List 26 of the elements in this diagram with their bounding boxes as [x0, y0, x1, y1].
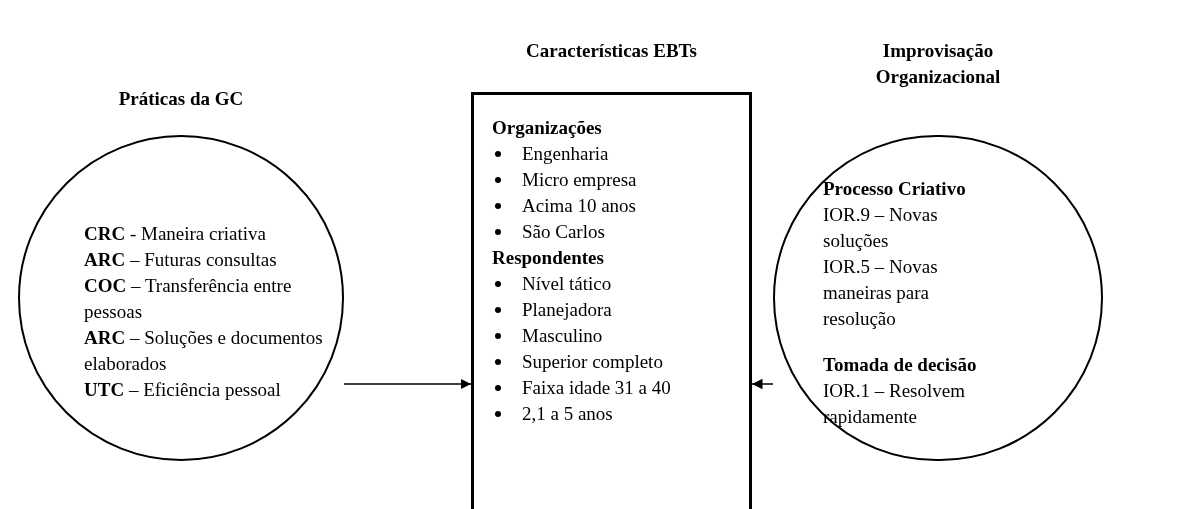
list-item: Masculino: [522, 324, 603, 348]
text-line: ARC – Futuras consultas: [84, 248, 277, 272]
section-heading: Organizações: [492, 116, 602, 140]
list-item: Planejadora: [522, 298, 612, 322]
node-heading: Características EBTs: [525, 39, 698, 63]
text-line: ARC – Soluções e documentos elaborados: [84, 326, 324, 376]
text-line: IOR.5 – Novas maneiras para resolução: [823, 255, 939, 331]
node-heading: Práticas da GC: [117, 87, 245, 111]
list-item: Engenharia: [522, 142, 609, 166]
list-item: Acima 10 anos: [522, 194, 636, 218]
list-item: Superior completo: [522, 350, 663, 374]
list-item: Faixa idade 31 a 40: [522, 376, 671, 400]
text-line: UTC – Eficiência pessoal: [84, 378, 281, 402]
list-item: São Carlos: [522, 220, 605, 244]
list-item: 2,1 a 5 anos: [522, 402, 613, 426]
section-heading: Tomada de decisão: [823, 353, 977, 377]
section-heading: Processo Criativo: [823, 177, 966, 201]
text-line: COC – Transferência entre pessoas: [84, 274, 293, 324]
arrow: [751, 378, 774, 390]
text-line: IOR.9 – Novas soluções: [823, 203, 939, 253]
list-item: Micro empresa: [522, 168, 637, 192]
arrow: [343, 378, 472, 390]
node-heading: Improvisação Organizacional: [874, 39, 1002, 89]
section-heading: Respondentes: [492, 246, 604, 270]
list-item: Nível tático: [522, 272, 612, 296]
text-line: CRC - Maneira criativa: [84, 222, 266, 246]
